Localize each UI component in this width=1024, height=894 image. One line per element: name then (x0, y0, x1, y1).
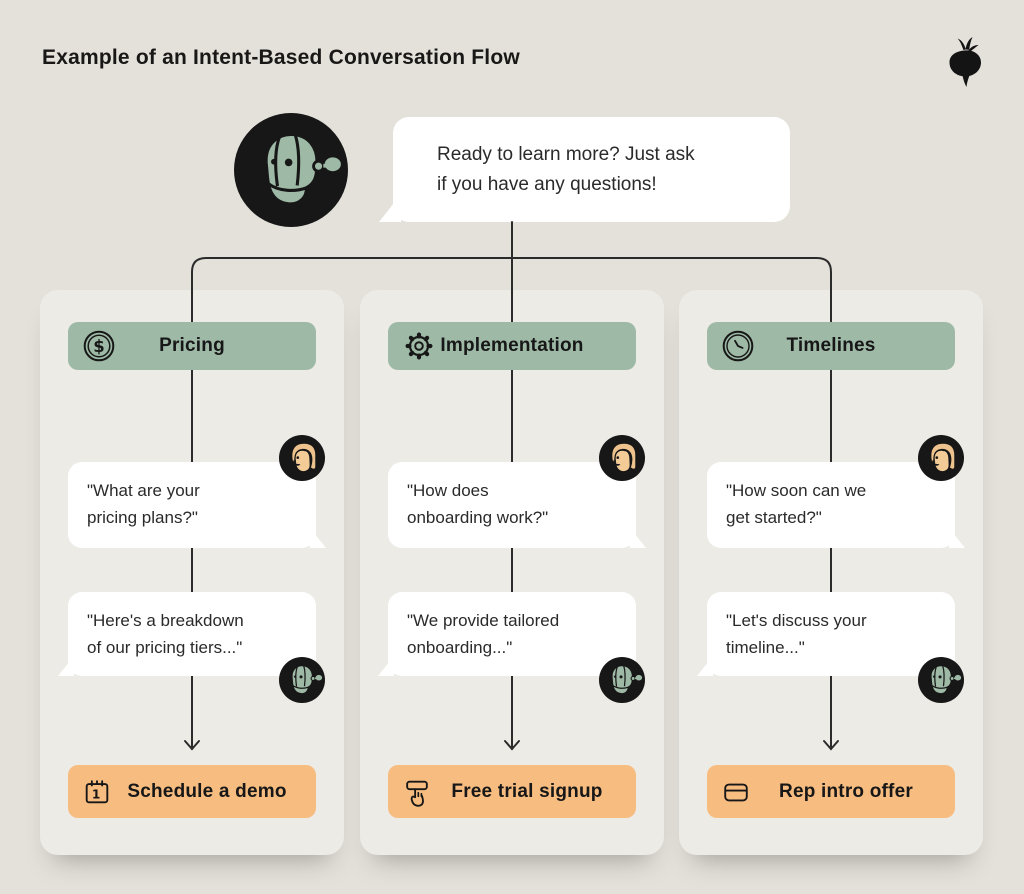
intent-label: Timelines (786, 335, 876, 356)
intent-badge-implementation: Implementation (388, 322, 636, 370)
dollar-coin-icon: $ (82, 329, 116, 363)
beet-logo-icon (943, 36, 987, 88)
svg-text:1: 1 (92, 787, 100, 801)
intent-label: Implementation (440, 335, 584, 356)
user-message-text: "How soon can we get started?" (726, 481, 867, 527)
intent-label: Pricing (159, 335, 225, 356)
chatbot-avatar-small (599, 657, 645, 703)
calendar-icon: 1 (82, 777, 112, 807)
bot-message-bubble: "We provide tailored onboarding..." (378, 592, 636, 676)
free-trial-signup-button[interactable]: Free trial signup (388, 765, 636, 818)
gear-icon (402, 329, 436, 363)
page-title: Example of an Intent-Based Conversation … (42, 46, 520, 69)
user-message-text: "How does onboarding work?" (407, 481, 549, 527)
rep-intro-offer-button[interactable]: Rep intro offer (707, 765, 955, 818)
tap-hand-icon (402, 777, 432, 807)
user-message-bubble: "How does onboarding work?" (388, 462, 646, 548)
chatbot-greeting-bubble: Ready to learn more? Just ask if you hav… (379, 117, 790, 222)
user-message-bubble: "What are your pricing plans?" (68, 462, 326, 548)
user-message-bubble: "How soon can we get started?" (707, 462, 965, 548)
chatbot-avatar (234, 113, 348, 227)
bot-message-bubble: "Let's discuss your timeline..." (697, 592, 955, 676)
bot-message-text: "Let's discuss your timeline..." (726, 611, 867, 657)
bot-message-text: "Here's a breakdown of our pricing tiers… (87, 611, 244, 657)
credit-card-icon (721, 777, 751, 807)
clock-icon (721, 329, 755, 363)
bot-message-text: "We provide tailored onboarding..." (407, 611, 560, 657)
user-avatar (918, 435, 964, 481)
intent-badge-timelines: Timelines (707, 322, 955, 370)
schedule-demo-button[interactable]: 1 Schedule a demo (68, 765, 316, 818)
user-avatar (279, 435, 325, 481)
chatbot-avatar-small (279, 657, 325, 703)
cta-label: Free trial signup (451, 780, 603, 802)
svg-text:$: $ (93, 337, 104, 356)
user-message-text: "What are your pricing plans?" (87, 481, 200, 527)
intent-badge-pricing: $ Pricing (68, 322, 316, 370)
user-avatar (599, 435, 645, 481)
cta-label: Schedule a demo (127, 780, 287, 802)
chatbot-avatar-small (918, 657, 964, 703)
cta-label: Rep intro offer (779, 780, 913, 802)
chatbot-greeting-text: Ready to learn more? Just ask if you hav… (437, 143, 695, 195)
bot-message-bubble: "Here's a breakdown of our pricing tiers… (58, 592, 316, 676)
